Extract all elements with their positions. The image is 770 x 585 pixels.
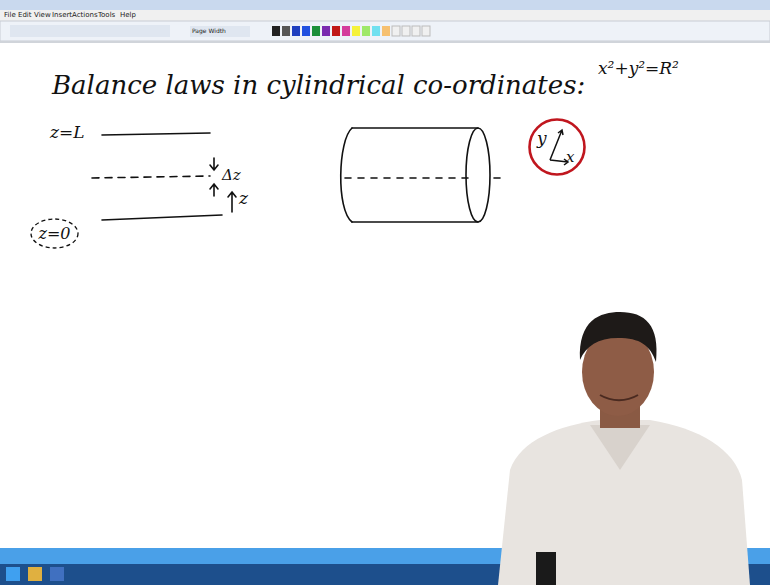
boundary-label: z=L (50, 122, 85, 142)
axis-label: z (239, 188, 248, 208)
menu-item: Insert (52, 11, 72, 19)
menu-item: Help (120, 11, 136, 19)
menu-item: Edit (18, 11, 32, 19)
node-text: z=0 (38, 224, 70, 243)
increment-label: Δz (222, 166, 241, 184)
node-text: y (537, 128, 547, 148)
cross-section-circle-outline (528, 118, 586, 176)
cross-section-circle: yx (528, 118, 586, 176)
zoom-dropdown: Page Width (192, 27, 226, 34)
menu-item: Tools (98, 11, 115, 19)
menu-item: File (4, 11, 16, 19)
circle-equation: x²+y²=R² (598, 58, 679, 78)
presenter (498, 312, 750, 585)
dashed-highlight: z=0 (30, 218, 79, 249)
menu-item: View (34, 11, 51, 19)
menu-item: Actions (72, 11, 98, 19)
node-text: x (566, 148, 574, 166)
lecture-title: Balance laws in cylindrical co-ordinates… (52, 70, 585, 100)
